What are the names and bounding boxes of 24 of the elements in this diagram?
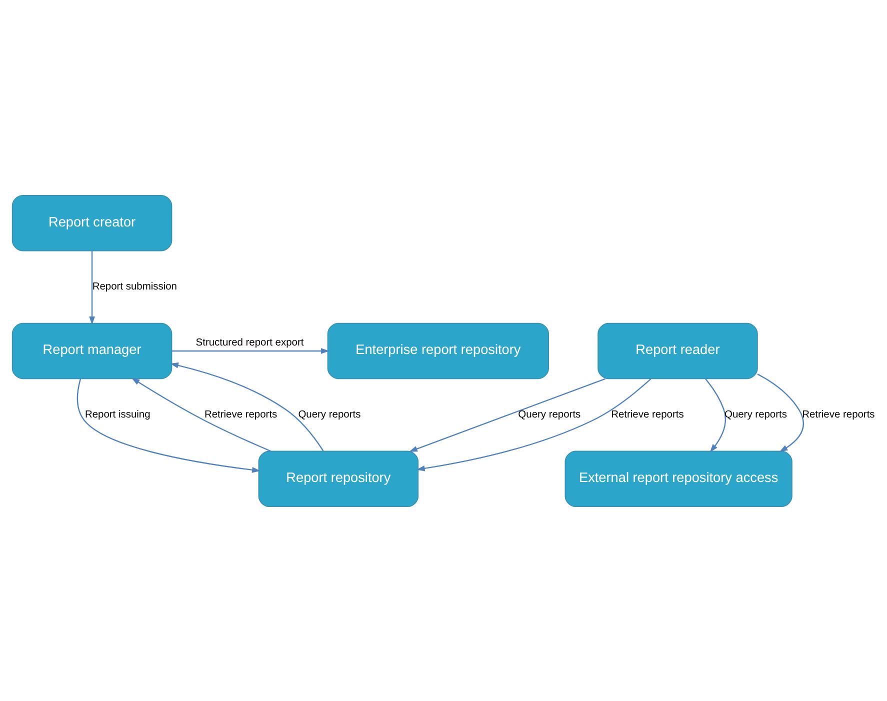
edge-label: Query reports [298, 409, 361, 420]
node-box: Report reader [598, 322, 758, 379]
arrow [172, 348, 330, 354]
arrow [416, 378, 652, 471]
arrow [131, 377, 272, 452]
edge-label: Report submission [92, 281, 177, 292]
node-box: External report repository access [564, 450, 792, 507]
arrow [704, 378, 726, 452]
node-box: Report creator [12, 194, 172, 251]
node-box: Report manager [12, 322, 172, 379]
edge-label: Retrieve reports [204, 409, 278, 420]
edge-label: Structured report export [196, 337, 304, 348]
node-box: Report repository [258, 450, 419, 507]
arrow [409, 378, 606, 452]
edge-label: Retrieve reports [802, 409, 875, 420]
edge-label: Retrieve reports [611, 409, 684, 420]
arrow [170, 362, 324, 451]
arrow [76, 378, 260, 472]
edge-label: Query reports [724, 409, 787, 420]
edge-label: Query reports [518, 409, 581, 420]
edge-label: Report issuing [84, 409, 150, 420]
arrow [757, 373, 804, 452]
arrow [89, 250, 95, 324]
node-box: Enterprise report repository [327, 322, 549, 379]
